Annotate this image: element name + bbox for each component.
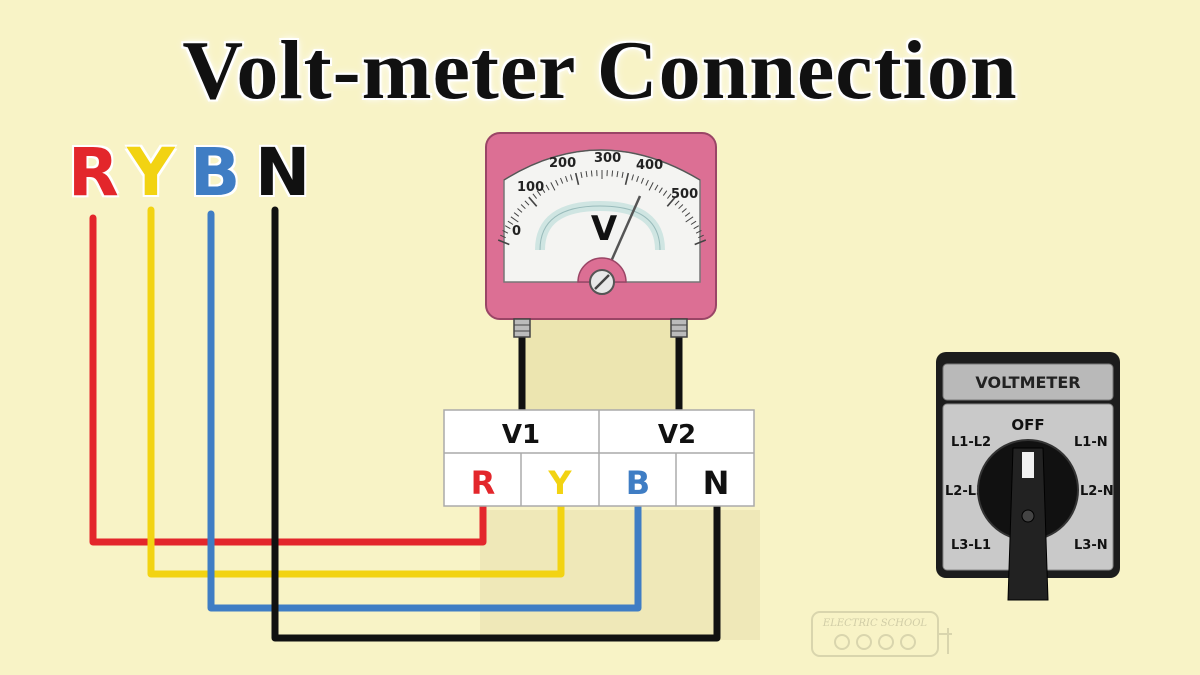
meter-tick xyxy=(666,196,676,207)
meter-tick xyxy=(616,171,619,178)
terminal-b: B xyxy=(626,464,650,502)
meter-tick xyxy=(502,229,509,234)
switch-knob-handle xyxy=(1007,447,1049,601)
meter-tick xyxy=(654,184,659,191)
meter-tick xyxy=(662,190,668,196)
meter-scale-400: 400 xyxy=(636,158,663,173)
meter-tick xyxy=(667,193,672,199)
switch-position-l3-n: L3-N xyxy=(1074,538,1108,553)
meter-tick xyxy=(560,177,564,184)
terminal-y: Y xyxy=(547,464,572,502)
meter-tick xyxy=(528,196,538,207)
meter-tick xyxy=(555,179,559,186)
meter-tick xyxy=(507,220,514,225)
meter-tick xyxy=(674,200,680,206)
phase-label-r: R xyxy=(68,134,119,211)
meter-tick xyxy=(585,171,588,178)
switch-knob-screw xyxy=(1021,509,1035,523)
meter-tick xyxy=(694,239,707,246)
meter-terminal-right xyxy=(670,318,688,338)
meter-tick xyxy=(532,193,537,199)
phase-label-y: Y xyxy=(127,134,175,211)
watermark-text: ELECTRIC SCHOOL xyxy=(822,618,927,629)
meter-tick xyxy=(570,174,573,181)
phase-label-n: N xyxy=(255,134,311,211)
meter-tick xyxy=(524,200,530,206)
switch-position-off: OFF xyxy=(1011,416,1044,434)
switch-position-l2-l3: L2-L3 xyxy=(945,484,985,499)
watermark-logo: ELECTRIC SCHOOL xyxy=(811,611,952,657)
meter-scale-100: 100 xyxy=(517,180,544,195)
switch-position-l3-l1: L3-L1 xyxy=(951,538,991,553)
meter-scale-500: 500 xyxy=(671,187,698,202)
terminal-r: R xyxy=(471,464,496,502)
meter-tick xyxy=(658,187,663,193)
switch-knob-indicator xyxy=(1022,452,1034,478)
meter-scale-300: 300 xyxy=(594,151,621,166)
meter-tick xyxy=(645,179,649,186)
meter-terminal-left xyxy=(513,318,531,338)
meter-tick xyxy=(565,175,568,182)
voltmeter: 0 100 200 300 400 500 V xyxy=(485,132,717,338)
terminal-block: V1 V2 R Y B N xyxy=(443,409,755,507)
meter-scale-0: 0 xyxy=(512,224,521,239)
phase-label-b: B xyxy=(190,134,241,211)
meter-tick xyxy=(541,187,546,193)
wiring xyxy=(89,206,721,642)
wire-b xyxy=(207,210,642,612)
meter-tick xyxy=(536,190,542,196)
terminal-group-v1: V1 xyxy=(502,420,540,450)
page-title: Volt-meter Connection xyxy=(182,24,1018,117)
meter-tick xyxy=(624,172,630,185)
meter-tick xyxy=(510,216,519,223)
switch-title: VOLTMETER xyxy=(975,373,1080,392)
meter-tick xyxy=(678,204,684,210)
meter-tick xyxy=(685,216,694,223)
meter-tick xyxy=(550,182,556,191)
meter-tick xyxy=(574,172,580,185)
meter-tick xyxy=(590,170,593,177)
terminal-n: N xyxy=(703,464,730,502)
switch-position-l1-l2: L1-L2 xyxy=(951,435,991,450)
meter-tick xyxy=(684,212,691,217)
meter-tick xyxy=(640,177,644,184)
switch-position-l2-n: L2-N xyxy=(1080,484,1114,499)
meter-tick xyxy=(517,208,523,213)
meter-scale-ticks xyxy=(497,170,707,246)
wire-r xyxy=(89,214,487,546)
meter-tick xyxy=(497,239,510,246)
meter-lead-region xyxy=(520,320,680,410)
terminal-group-v2: V2 xyxy=(658,420,696,450)
wire-n xyxy=(271,206,721,642)
wire-y xyxy=(147,206,565,578)
meter-tick xyxy=(520,204,526,210)
switch-nameplate xyxy=(942,363,1114,401)
meter-tick xyxy=(631,174,634,181)
meter-tick xyxy=(513,212,520,217)
meter-tick xyxy=(611,170,614,177)
meter-tick xyxy=(621,171,624,178)
meter-tick xyxy=(500,234,506,239)
meter-tick xyxy=(504,225,511,230)
voltmeter-selector-switch: VOLTMETER OFF L1-L2 L2-L3 L3-L1 L1-N L2-… xyxy=(936,352,1120,601)
meter-unit-label: V xyxy=(591,209,618,249)
meter-tick xyxy=(693,225,700,230)
meter-tick xyxy=(695,229,702,234)
meter-tick xyxy=(545,184,550,191)
meter-tick xyxy=(690,220,697,225)
meter-scale-200: 200 xyxy=(549,156,576,171)
meter-tick xyxy=(636,175,639,182)
meter-tick xyxy=(580,171,583,178)
meter-tick xyxy=(698,234,704,239)
switch-position-l1-n: L1-N xyxy=(1074,435,1108,450)
meter-tick xyxy=(648,182,654,191)
meter-tick xyxy=(681,208,687,213)
